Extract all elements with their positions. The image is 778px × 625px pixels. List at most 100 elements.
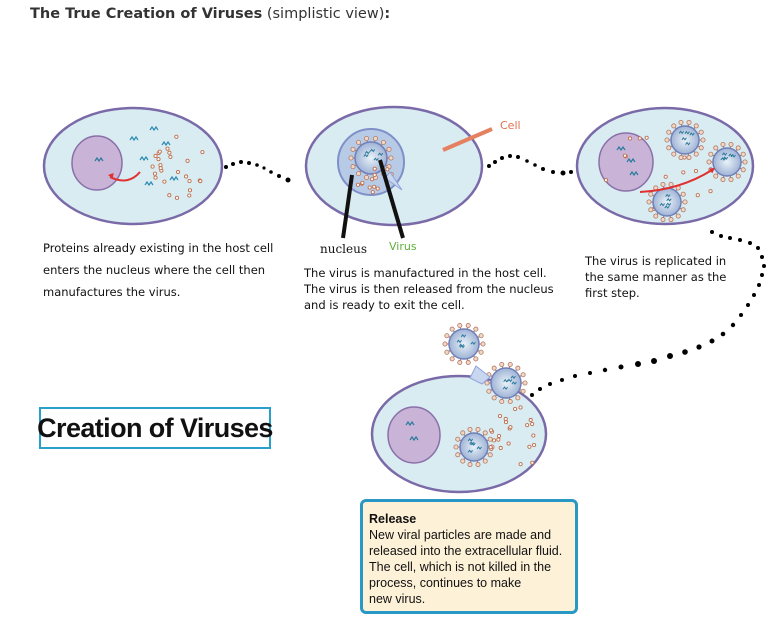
virus-genome: [721, 152, 728, 156]
particle-dot: [604, 178, 609, 183]
virus-spike-head: [386, 146, 392, 152]
virus-genome: [459, 344, 465, 349]
virus-spike-head: [444, 349, 450, 355]
virus-spike-head: [487, 452, 493, 458]
particle-dot: [187, 188, 193, 193]
virus-spike-head: [682, 199, 688, 205]
particle-dot: [503, 420, 509, 425]
particle-dot: [370, 177, 375, 182]
particle-dot: [174, 134, 179, 139]
connector-dot: [500, 156, 504, 160]
connector-dot: [560, 170, 566, 176]
particle-dot: [496, 437, 501, 442]
virus-capsid: [712, 147, 742, 177]
particle-dot: [167, 193, 172, 198]
connector-dot: [541, 167, 545, 171]
virus-genome: [456, 339, 462, 344]
virus-spike-head: [706, 159, 712, 165]
connector-dot: [710, 230, 714, 234]
virus-spike-head: [660, 181, 666, 187]
virus-spike-head: [467, 462, 473, 468]
virus-spike-head: [728, 177, 734, 183]
virus-spike-head: [520, 388, 526, 394]
virus-spike-head: [482, 430, 488, 436]
connector-dot: [752, 293, 756, 297]
virus-spike-head: [740, 167, 746, 173]
caption-step-1: Proteins already existing in the host ce…: [43, 237, 283, 303]
virus-spike-head: [473, 356, 479, 362]
virus-genome: [659, 202, 666, 207]
virus-spike-head: [515, 365, 521, 371]
connector-dot: [651, 358, 657, 364]
connector-dot: [525, 159, 529, 163]
virus-spike-head: [372, 136, 378, 142]
virus-spike-head: [442, 341, 448, 347]
virus-spike-head: [666, 129, 672, 135]
particle-dot: [372, 172, 377, 177]
particle-dot: [489, 428, 494, 433]
connector-dot: [569, 170, 573, 174]
protein-squiggle: [139, 155, 149, 162]
protein-squiggle: [149, 125, 159, 132]
particle-dot: [531, 433, 536, 438]
virus-spike-head: [686, 155, 692, 161]
virus-spike-head: [478, 349, 484, 355]
protein-squiggle: [616, 145, 626, 152]
virus-particle: [348, 136, 394, 180]
virus-spike-head: [491, 395, 497, 401]
caption-step-3: The virus is replicated in the same mann…: [585, 253, 745, 301]
particle-dot: [165, 146, 170, 151]
virus-spike-head: [648, 207, 654, 213]
protein-squiggle: [405, 420, 415, 427]
connector-dot: [508, 154, 512, 158]
protein-squiggle: [626, 157, 636, 164]
particle-dot: [527, 444, 532, 449]
virus-capsid: [354, 141, 388, 175]
virus-spike-head: [507, 361, 513, 367]
particle-dot: [498, 445, 503, 451]
particle-dot: [531, 442, 537, 448]
virus-spike-head: [698, 129, 704, 135]
virus-spike-head: [487, 436, 493, 442]
release-line: New viral particles are made and: [369, 528, 552, 542]
particle-dot: [695, 193, 700, 198]
arrow-into-nucleus: [109, 171, 141, 182]
particle-dot: [158, 166, 163, 171]
particle-dot: [168, 154, 173, 159]
virus-spike-head: [449, 356, 455, 362]
connector-dot: [739, 313, 743, 317]
virus-spike-head: [491, 365, 497, 371]
particle-dot: [497, 414, 503, 419]
caption-step-1-line: manufactures the virus.: [43, 285, 181, 299]
protein-squiggle: [161, 140, 171, 147]
virus-spike-head: [444, 333, 450, 339]
caption-step-2-line: The virus is manufactured in the host ce…: [304, 266, 547, 280]
connector-dot: [738, 238, 742, 242]
particle-dot: [530, 421, 535, 427]
particle-dot: [644, 135, 649, 140]
particle-dot: [518, 405, 523, 410]
particle-dot: [198, 179, 203, 184]
virus-genome: [665, 193, 671, 198]
release-flash: [469, 365, 491, 385]
virus-particle: [442, 322, 486, 366]
virus-genome: [476, 446, 482, 450]
particle-dot: [708, 189, 713, 194]
virus-capsid: [448, 328, 480, 360]
particle-dot: [513, 406, 518, 412]
virus-spike-head: [457, 322, 463, 328]
virus-spike-head: [740, 151, 746, 157]
connector-dot: [719, 234, 723, 238]
virus-genome: [722, 156, 729, 160]
virus-genome: [666, 197, 672, 202]
particle-dot: [518, 462, 523, 467]
virus-spike-head: [356, 139, 362, 145]
virus-genome: [373, 157, 379, 162]
connector-dot: [618, 364, 624, 370]
particle-dot: [153, 153, 158, 158]
caption-step-3-line: the same manner as the: [585, 270, 727, 284]
connector-dot: [224, 165, 228, 169]
heading-bold: The True Creation of Viruses: [30, 6, 263, 22]
virus-spike-head: [522, 380, 528, 386]
virus-spike-head: [465, 322, 471, 328]
